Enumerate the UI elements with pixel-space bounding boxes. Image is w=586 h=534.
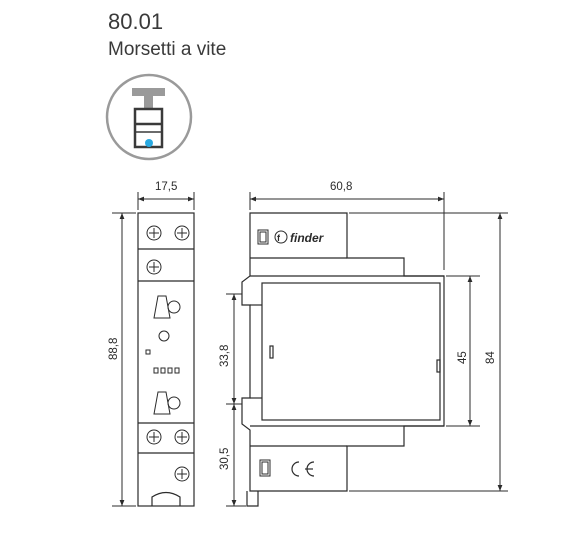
svg-text:f: f bbox=[277, 233, 281, 243]
screw-terminal-icon bbox=[105, 73, 193, 161]
finder-logo: f finder bbox=[274, 230, 325, 245]
side-lower-mount-dimension bbox=[226, 404, 246, 507]
front-width-label: 17,5 bbox=[155, 181, 177, 193]
model-number: 80.01 bbox=[108, 9, 164, 34]
side-view bbox=[241, 212, 445, 507]
side-upper-mount-label: 33,8 bbox=[219, 345, 231, 367]
ce-mark-icon bbox=[291, 461, 315, 477]
front-height-dimension bbox=[112, 212, 136, 507]
brand-name: finder bbox=[290, 231, 325, 245]
front-width-dimension bbox=[137, 192, 195, 210]
side-body-height-label: 45 bbox=[457, 351, 469, 364]
front-view bbox=[137, 212, 195, 507]
front-screw-terminals bbox=[146, 225, 190, 482]
side-total-height-label: 84 bbox=[485, 351, 497, 364]
double-insulation-icon bbox=[257, 229, 271, 477]
side-depth-dimension bbox=[249, 192, 445, 270]
side-total-height-dimension bbox=[349, 212, 508, 492]
front-height-label: 88,8 bbox=[108, 338, 120, 360]
side-body-height-dimension bbox=[446, 275, 480, 427]
front-controls bbox=[145, 295, 181, 415]
terminal-type-label: Morsetti a vite bbox=[108, 39, 227, 60]
side-depth-label: 60,8 bbox=[330, 181, 352, 193]
side-lower-mount-label: 30,5 bbox=[219, 448, 231, 470]
